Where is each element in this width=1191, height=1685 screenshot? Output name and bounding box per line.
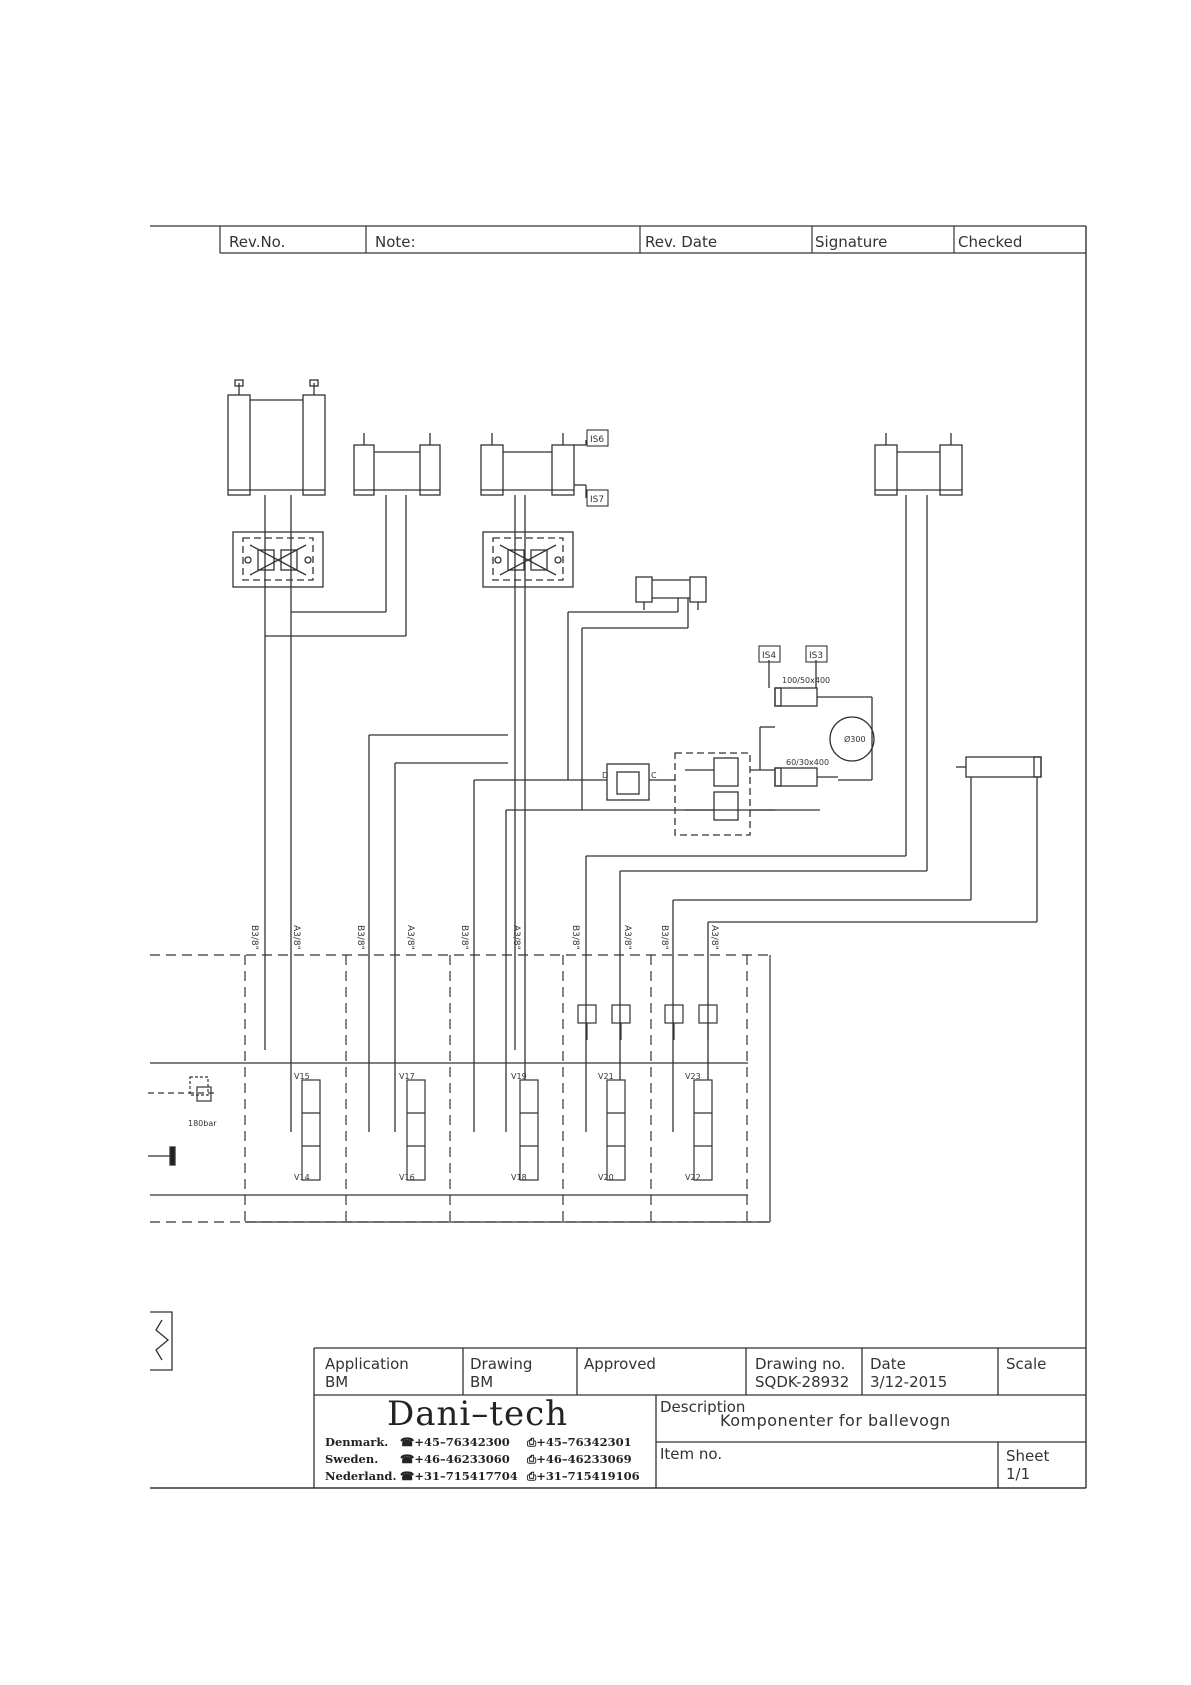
drawing-label: Drawing: [470, 1355, 532, 1373]
rev-date-header: Rev. Date: [645, 233, 717, 251]
relief-pressure-label: 180bar: [188, 1119, 217, 1128]
contact-fax-sweden: ⎙+46–46233069: [526, 1452, 632, 1466]
contact-country-nederland: Nederland.: [325, 1469, 396, 1483]
port-b-3: B3/8": [459, 925, 469, 950]
description-value: Komponenter for ballevogn: [720, 1411, 951, 1430]
port-a-3: A3/8": [511, 925, 521, 950]
valve-label-v14: V14: [294, 1173, 310, 1182]
sheet-label: Sheet: [1006, 1447, 1049, 1465]
rev-no-header: Rev.No.: [229, 233, 285, 251]
company-name: Dani–tech: [387, 1394, 568, 1434]
hydraulic-lines: [264, 495, 1038, 1132]
drawing-no-label: Drawing no.: [755, 1355, 845, 1373]
port-a-4: A3/8": [622, 925, 632, 950]
left-edge-symbols: [148, 1146, 176, 1371]
drawing-value: BM: [470, 1373, 493, 1391]
valve-label-v15: V15: [294, 1072, 310, 1081]
valve-port-c: C: [651, 771, 657, 780]
valve-label-v19: V19: [511, 1072, 527, 1081]
item-no-label: Item no.: [660, 1445, 722, 1463]
contact-country-sweden: Sweden.: [325, 1452, 378, 1466]
side-cylinder: [956, 756, 1042, 778]
valve-bank-outline: [150, 954, 770, 1223]
directional-valves: [301, 1079, 713, 1181]
contact-phone-nederland: ☎+31–715417704: [400, 1469, 518, 1483]
sheet-frame: [150, 226, 1087, 1489]
valve-label-v21: V21: [598, 1072, 614, 1081]
cylinder-pair-2: [353, 433, 441, 496]
scale-label: Scale: [1006, 1355, 1046, 1373]
contact-fax-nederland: ⎙+31–715419106: [526, 1469, 640, 1483]
sheet-value: 1/1: [1006, 1465, 1030, 1483]
sensor-boxes: [586, 429, 828, 663]
cylinder-pair-1: [227, 379, 326, 496]
flow-valve-block: [674, 752, 751, 836]
application-value: BM: [325, 1373, 348, 1391]
check-valves: [577, 1004, 718, 1040]
sensor-is4: IS4: [762, 651, 776, 661]
drawing-no-value: SQDK-28932: [755, 1373, 849, 1391]
port-a-2: A3/8": [405, 925, 415, 950]
port-b-1: B3/8": [249, 925, 259, 950]
port-labels: B3/8" A3/8" B3/8" A3/8" B3/8" A3/8" B3/8…: [249, 925, 719, 950]
valve-label-v18: V18: [511, 1173, 527, 1182]
small-cylinder-pair: [635, 576, 707, 610]
cylinder-label-bottom: 60/30x400: [786, 758, 829, 767]
sensor-is6: IS6: [590, 435, 604, 445]
date-value: 3/12-2015: [870, 1373, 947, 1391]
contact-phone-sweden: ☎+46–46233060: [400, 1452, 510, 1466]
checked-header: Checked: [958, 233, 1022, 251]
contact-fax-denmark: ⎙+45–76342301: [526, 1435, 632, 1449]
port-b-4: B3/8": [570, 925, 580, 950]
double-cylinder-assembly: [768, 660, 875, 787]
contact-phone-denmark: ☎+45–76342300: [400, 1435, 510, 1449]
sensor-is7: IS7: [590, 495, 604, 505]
contact-country-denmark: Denmark.: [325, 1435, 388, 1449]
valve-label-v17: V17: [399, 1072, 415, 1081]
valve-bank-solid: [148, 955, 771, 1223]
sensor-is3: IS3: [809, 651, 823, 661]
port-a-1: A3/8": [291, 925, 301, 950]
cylinder-pair-4: [874, 433, 963, 496]
title-block: [313, 1347, 1086, 1488]
valve-label-v16: V16: [399, 1173, 415, 1182]
wheel-diameter-label: Ø300: [844, 734, 866, 744]
valve-label-v20: V20: [598, 1173, 614, 1182]
port-a-5: A3/8": [709, 925, 719, 950]
note-header: Note:: [375, 233, 416, 251]
valve-port-d: D: [602, 771, 608, 780]
port-b-5: B3/8": [659, 925, 669, 950]
approved-label: Approved: [584, 1355, 656, 1373]
cylinder-label-top: 100/50x400: [782, 676, 830, 685]
date-label: Date: [870, 1355, 906, 1373]
signature-header: Signature: [815, 233, 887, 251]
application-label: Application: [325, 1355, 409, 1373]
port-b-2: B3/8": [355, 925, 365, 950]
description-label: Description: [660, 1398, 745, 1416]
lock-valve-block-2: [482, 531, 574, 588]
valve-label-v22: V22: [685, 1173, 701, 1182]
lock-valve-block-1: [232, 531, 324, 588]
revision-header: [150, 225, 1086, 254]
valve-label-v23: V23: [685, 1072, 701, 1081]
cylinder-pair-3: [480, 433, 587, 498]
pressure-valve: [606, 763, 650, 801]
